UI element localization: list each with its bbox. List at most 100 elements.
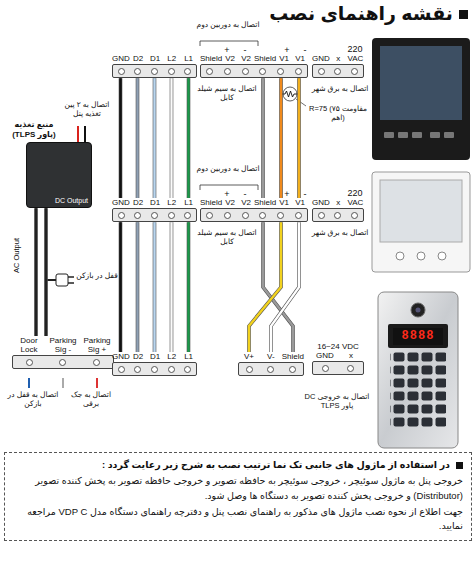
terminal-block: GNDD2D1L2L1 (112, 198, 197, 222)
wire-outline (263, 222, 293, 352)
pin-label-row: V+V-Shield (238, 352, 304, 361)
terminal-body (112, 362, 197, 376)
pin-label: GND (312, 198, 330, 207)
terminal-screw (246, 366, 253, 373)
terminal-screw (334, 68, 341, 75)
terminal-screw (206, 68, 213, 75)
pin-label: GND (112, 198, 130, 207)
terminal-block: 16~24 VDCGNDx (312, 342, 364, 375)
pin-label: V2 (222, 198, 238, 207)
terminal-screw (93, 359, 100, 366)
annotation: اتصال به جک برقی (64, 390, 118, 408)
pin-label: D1 (147, 54, 164, 63)
pin-label: V1 (276, 54, 292, 63)
pin-label: L2 (163, 352, 180, 361)
wire (280, 78, 282, 198)
terminal-screw (184, 68, 191, 75)
wire-bundle (249, 222, 299, 352)
wire-outline (44, 208, 48, 336)
terminal-screw (351, 68, 358, 75)
terminal-block: Door LockParking Sig -Parking Sig + (12, 336, 114, 369)
terminal-body (312, 64, 364, 78)
wire-outline (279, 78, 283, 198)
pin-label: Shield (200, 198, 222, 207)
annotation: - (240, 189, 250, 200)
pin-label: VAC (347, 54, 364, 63)
terminal-block: GNDD2D1L2L1 (112, 54, 197, 78)
pin-label: Shield (282, 352, 304, 361)
panel-body (378, 292, 458, 448)
pin-label: V2 (238, 198, 254, 207)
wire-bundle (121, 222, 189, 352)
pin-label: Parking Sig - (46, 336, 80, 354)
monitor-button (417, 252, 425, 260)
monitor-screen (380, 46, 462, 120)
terminal-screw (151, 366, 158, 373)
wire (271, 222, 299, 352)
display-digits: 8888 (393, 330, 443, 343)
monitor-body (372, 172, 470, 272)
terminal-screw (318, 68, 325, 75)
wire-outline (261, 78, 265, 198)
terminal-screw (242, 212, 249, 219)
pin-label: L1 (180, 54, 197, 63)
terminal-body (112, 208, 197, 222)
wire-outline (187, 222, 191, 352)
wire (298, 78, 300, 198)
annotation: اتصال به برق شهر (308, 228, 372, 237)
pin-label-row: GNDxVAC (312, 198, 364, 207)
pin-label: x (338, 351, 364, 360)
annotation: اتصال به خروجی DC پاور TLPS (300, 392, 374, 410)
annotation: + (282, 189, 292, 200)
monitor-button (438, 252, 446, 260)
pin-label-row: GNDD2D1L2L1 (112, 54, 197, 63)
terminal-screw (168, 68, 175, 75)
terminal-screw (26, 359, 33, 366)
lead-wire (28, 378, 30, 388)
terminal-screw (351, 212, 358, 219)
pin-label: V1 (292, 54, 308, 63)
wire-outline (297, 78, 301, 198)
terminal-body (312, 361, 364, 375)
terminal-screw (334, 212, 341, 219)
supply-body: DC Output (26, 142, 92, 208)
pin-label: D2 (130, 352, 147, 361)
wire-outline (136, 78, 140, 198)
terminal-body (312, 208, 364, 222)
terminal-block: GNDxVAC (312, 54, 364, 78)
pin-label: GND (312, 54, 330, 63)
resistor-symbol (281, 91, 299, 97)
pin-label: L1 (180, 198, 197, 207)
terminal-body (200, 208, 308, 222)
wire (153, 78, 155, 198)
pin-label: Shield (254, 198, 276, 207)
terminal-screw (318, 212, 325, 219)
wire (153, 222, 155, 352)
terminal-block: ShieldV2V2ShieldV1V1 (200, 198, 308, 222)
terminal-screw (322, 365, 329, 372)
wire (170, 222, 172, 352)
pin-label: L2 (163, 54, 180, 63)
annotation: R=75 (مقاومت ۷۵ اهم) (306, 104, 370, 122)
annotation: + (222, 45, 232, 56)
monitor-button (430, 132, 440, 138)
pin-label: V1 (276, 198, 292, 207)
terminal-screw (118, 212, 125, 219)
terminal-screw (295, 68, 302, 75)
display-frame (388, 324, 448, 348)
pin-label-row: GNDD2D1L2L1 (112, 198, 197, 207)
annotation: اتصال به ۲ پین تغذیه پنل (60, 100, 114, 118)
terminal-screw (267, 366, 274, 373)
lead-wire (96, 378, 98, 388)
terminal-screw (151, 212, 158, 219)
terminal-block: GNDD2D1L2L1 (112, 352, 197, 376)
terminal-body (112, 64, 197, 78)
pin-label: V+ (238, 352, 260, 361)
annotation: اتصال به دوربین دوم (196, 20, 260, 29)
pin-label: L1 (180, 352, 197, 361)
wire (187, 78, 189, 198)
terminal-block: GNDxVAC (312, 198, 364, 222)
wire-outline (249, 222, 281, 352)
pin-label: GND (112, 54, 130, 63)
